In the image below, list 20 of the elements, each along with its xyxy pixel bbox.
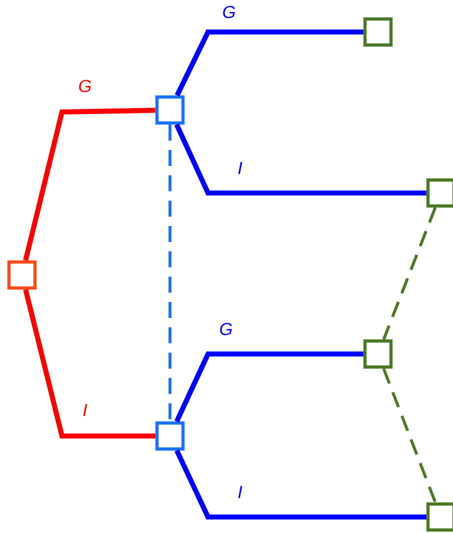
edge-label: I bbox=[236, 484, 244, 500]
dashed-line bbox=[382, 207, 437, 340]
branch-line bbox=[174, 29, 364, 97]
edge-label: I bbox=[81, 402, 89, 418]
edge-label: G bbox=[218, 322, 234, 336]
branch-line bbox=[174, 450, 426, 520]
branch-line bbox=[23, 108, 156, 261]
branch-line bbox=[174, 351, 364, 422]
dashed-line bbox=[382, 368, 437, 503]
branch-line bbox=[174, 124, 426, 196]
edge-label: I bbox=[236, 160, 244, 176]
dashed-line bbox=[168, 124, 172, 422]
node-square bbox=[7, 260, 37, 290]
edge-label: G bbox=[220, 4, 238, 20]
node-square bbox=[155, 95, 185, 125]
edge-label: G bbox=[76, 78, 94, 94]
node-square bbox=[363, 17, 393, 47]
branch-line bbox=[23, 289, 156, 439]
node-square bbox=[155, 421, 185, 451]
node-square bbox=[363, 339, 393, 369]
